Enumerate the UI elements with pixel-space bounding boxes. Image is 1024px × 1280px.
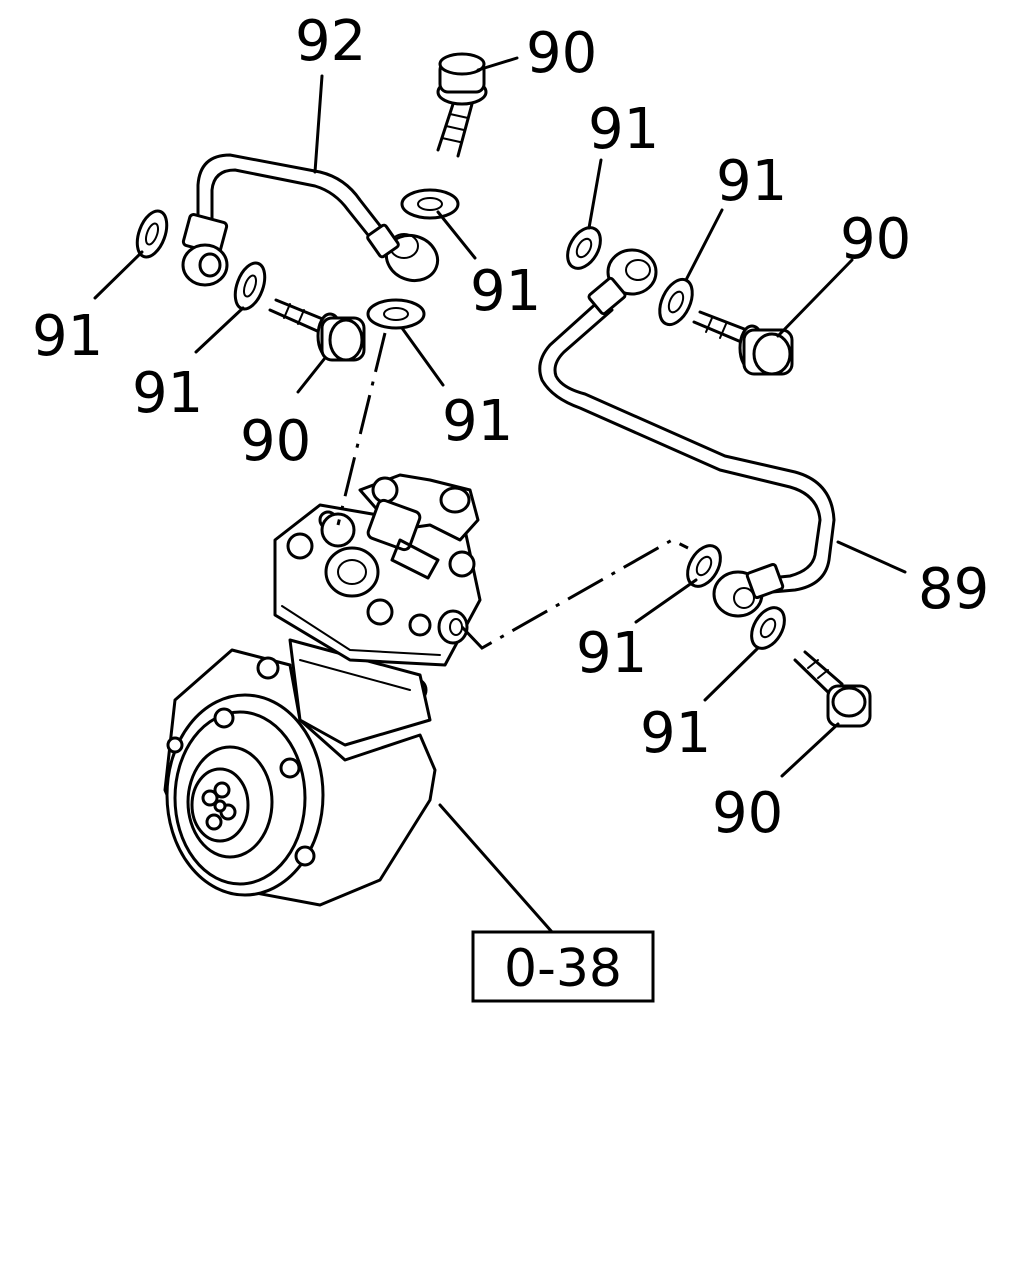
callout-89: 89: [918, 557, 989, 622]
bolt-90-right: [692, 310, 794, 376]
callout-91-a: 91: [132, 361, 203, 426]
install-line-right: [460, 538, 689, 650]
callout-90-right: 90: [840, 207, 911, 272]
callout-91-e: 91: [716, 149, 787, 214]
bolt-90-bottom: [793, 650, 872, 728]
washers-91: [135, 188, 786, 650]
bolt-90-mid: [268, 298, 366, 362]
air-compressor: [163, 473, 482, 907]
callout-91-d: 91: [588, 97, 659, 162]
pipe-92: [181, 153, 440, 287]
reference-label: 0-38: [504, 939, 622, 999]
callout-91-b: 91: [470, 259, 541, 324]
callout-90-mid: 90: [240, 409, 311, 474]
callout-90-bottom: 90: [712, 781, 783, 846]
callout-91-f: 91: [576, 621, 647, 686]
callout-labels: 92 90 91 91 90 91 91 91 91 90 89 91 91 9…: [32, 9, 989, 846]
callout-91-left: 91: [32, 304, 103, 369]
leader-lines: [93, 56, 907, 934]
callout-92: 92: [295, 9, 366, 74]
callout-91-c: 91: [442, 389, 513, 454]
bolt-90-top: [436, 52, 488, 158]
pipe-89: [538, 248, 836, 618]
callout-90-top: 90: [526, 21, 597, 86]
install-line-left: [336, 332, 387, 526]
callout-91-g: 91: [640, 701, 711, 766]
reference-box: 0-38: [471, 930, 655, 1003]
